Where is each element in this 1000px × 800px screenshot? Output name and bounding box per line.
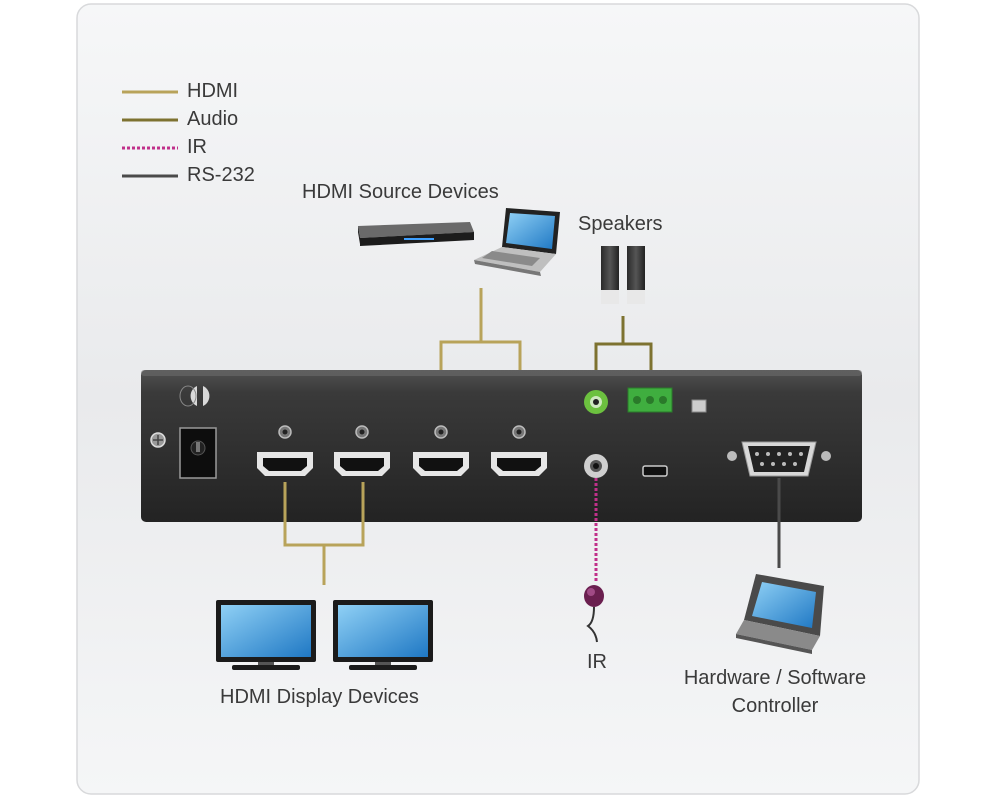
hdmi-port-icon bbox=[413, 452, 469, 476]
controller-label-line2: Controller bbox=[731, 695, 819, 717]
hdmi-port-icon bbox=[334, 452, 390, 476]
port-leds bbox=[278, 425, 526, 439]
usb-port-icon bbox=[642, 465, 668, 477]
terminal-block-icon bbox=[627, 387, 673, 413]
audio-wires bbox=[594, 316, 653, 392]
hdmi-display-label: HDMI Display Devices bbox=[220, 686, 419, 708]
legend bbox=[122, 90, 178, 178]
legend-label-hdmi: HDMI bbox=[187, 80, 239, 102]
legend-label-rs232: RS-232 bbox=[187, 164, 255, 186]
hdmi-display-wires bbox=[283, 482, 365, 585]
ir-label: IR bbox=[587, 651, 607, 673]
hdmi-source-label: HDMI Source Devices bbox=[302, 181, 499, 203]
speakers-label: Speakers bbox=[578, 213, 663, 235]
blu-ray-player-icon bbox=[358, 222, 474, 246]
hdmi-port-icon bbox=[257, 452, 313, 476]
touch-panel-icon bbox=[736, 574, 824, 654]
power-jack-icon bbox=[179, 427, 217, 479]
ir-jack-icon bbox=[584, 454, 608, 478]
matrix-switch-rear-panel bbox=[141, 370, 862, 522]
monitor-icon bbox=[333, 600, 433, 670]
ground-screw-icon bbox=[150, 432, 166, 448]
serial-port-icon bbox=[727, 441, 831, 477]
dip-switch-icon bbox=[691, 399, 707, 413]
controller-label-line1: Hardware / Software bbox=[683, 667, 867, 689]
legend-label-ir: IR bbox=[187, 136, 207, 158]
legend-label-audio: Audio bbox=[187, 108, 239, 130]
ir-receiver-icon bbox=[584, 585, 604, 643]
audio-jack-icon bbox=[584, 390, 608, 414]
hdmi-port-icon bbox=[491, 452, 547, 476]
laptop-icon bbox=[474, 208, 560, 276]
speaker-icon bbox=[601, 246, 645, 304]
power-switch-icon bbox=[179, 385, 210, 407]
monitor-icon bbox=[216, 600, 316, 670]
